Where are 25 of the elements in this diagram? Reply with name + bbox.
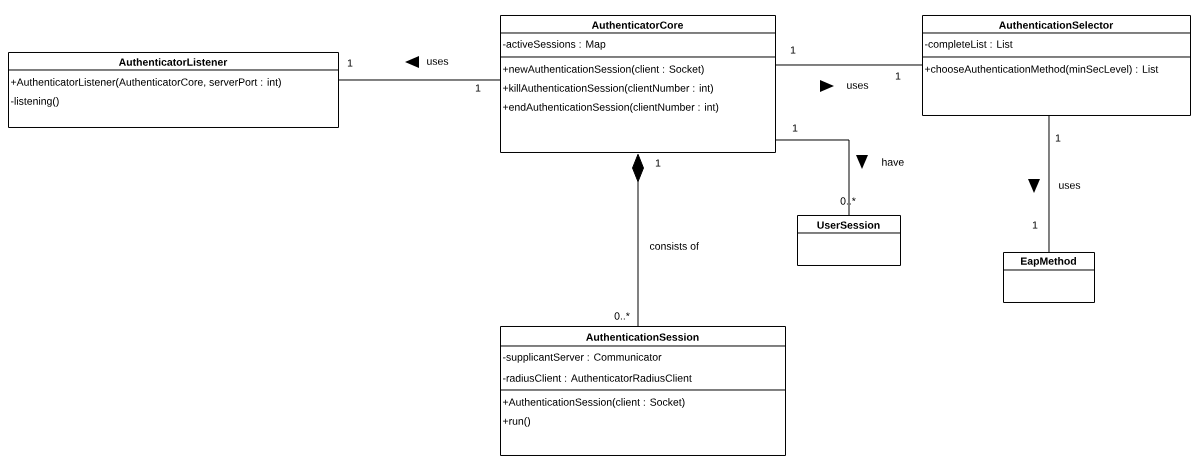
multiplicity-label: 1 (895, 72, 901, 80)
class-box: EapMethod (1002, 252, 1095, 303)
association-line (775, 139, 850, 216)
class-box: AuthenticationSelector -completeList : List +chooseAuthenticationMethod(minSecLevel) : List (921, 15, 1191, 116)
association-line (338, 79, 501, 81)
edge-label: consists of (648, 241, 700, 251)
multiplicity-label: 0..* (614, 312, 630, 320)
class-box: UserSession (796, 215, 901, 266)
association-line (1048, 115, 1050, 253)
edge-label: uses (845, 82, 870, 90)
edge-label: have (880, 157, 906, 167)
composition-line (632, 153, 644, 327)
edge-label: uses (425, 58, 450, 66)
multiplicity-label: 1 (1055, 134, 1061, 142)
edge-label: uses (1057, 182, 1082, 190)
multiplicity-label: 1 (347, 59, 353, 67)
class-box: AuthenticatorListener +AuthenticatorListener(AuthenticatorCore, serverPort : int) -listening() (7, 52, 339, 128)
association-line (775, 64, 923, 66)
multiplicity-label: 0..* (840, 197, 856, 205)
class-box: AuthenticatorCore -activeSessions : Map +newAuthenticationSession(client : Socket) +killAuthenticationSession(clientNumber : int) +endAuthenticationSession(clientNumber : int) (499, 15, 776, 153)
multiplicity-label: 1 (792, 124, 798, 132)
class-box: AuthenticationSession -supplicantServer : Communicator -radiusClient : AuthenticatorRadiusClient +AuthenticationSession(client : Socket) +run() (499, 326, 786, 456)
multiplicity-label: 1 (1032, 221, 1038, 229)
multiplicity-label: 1 (475, 84, 481, 92)
multiplicity-label: 1 (790, 46, 796, 54)
